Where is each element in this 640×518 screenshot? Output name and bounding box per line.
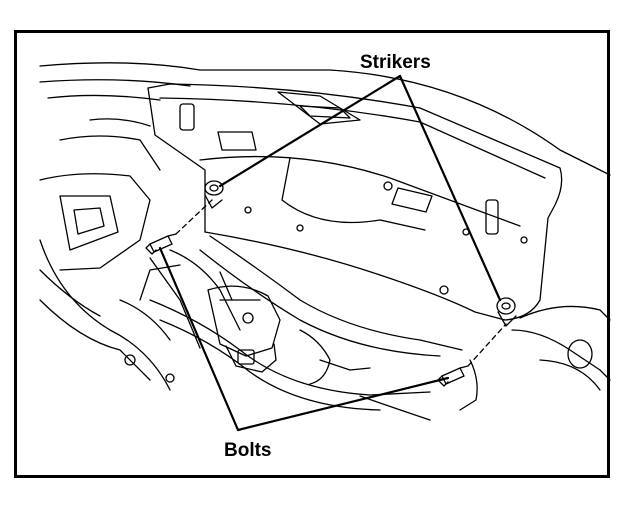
diagram-frame — [14, 30, 610, 478]
bolt-right — [437, 365, 469, 387]
leader-bolts-right — [236, 376, 450, 432]
striker-left — [204, 180, 224, 209]
striker-right — [496, 297, 517, 327]
leader-strikers-right — [398, 74, 502, 302]
bolts-label: Bolts — [222, 440, 274, 461]
engine-compartment — [39, 118, 241, 391]
radiator-support-panel — [147, 83, 563, 321]
alignment-lines — [175, 199, 507, 367]
bolt-left — [145, 233, 177, 255]
leader-lines — [158, 74, 502, 432]
hood-outline — [39, 62, 611, 176]
leader-bolts-left — [158, 246, 240, 432]
strikers-label: Strikers — [358, 52, 433, 73]
leader-strikers-left — [218, 74, 402, 188]
lower-crossmember — [139, 235, 463, 411]
right-fender — [359, 305, 611, 421]
hood-latch-assembly — [207, 285, 371, 385]
